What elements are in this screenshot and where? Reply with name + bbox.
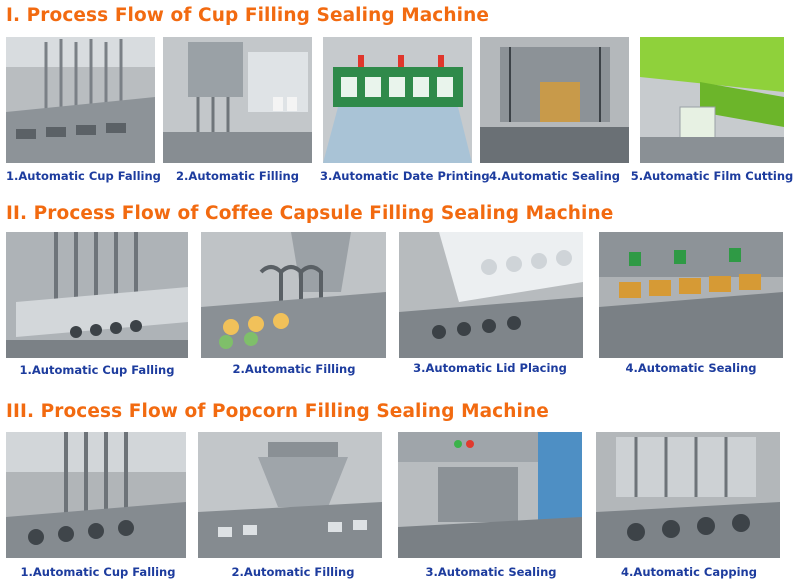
step-cup-filling: 2.Automatic Filling: [163, 37, 312, 189]
step-caption: 1.Automatic Cup Falling: [20, 565, 176, 579]
step-caption: 4.Automatic Sealing: [625, 361, 757, 375]
step-lid-placing: 3.Automatic Lid Placing: [392, 232, 588, 382]
step-capsule-filling: 2.Automatic Filling: [199, 232, 389, 382]
step-film-cutting: 5.Automatic Film Cutting: [630, 37, 794, 189]
step-caption: 3.Automatic Date Printing: [320, 169, 490, 183]
photo-popcorn-sealing: [398, 432, 582, 558]
step-caption: 2.Automatic Filling: [232, 362, 356, 376]
step-popcorn-capping: 4.Automatic Capping: [592, 432, 786, 584]
step-cup-falling: 1.Automatic Cup Falling: [6, 37, 161, 189]
photo-popcorn-capping: [596, 432, 780, 558]
section-title-coffee-capsule: II. Process Flow of Coffee Capsule Filli…: [6, 203, 614, 224]
step-date-printing: 3.Automatic Date Printing: [320, 37, 490, 189]
step-caption: 2.Automatic Filling: [176, 169, 299, 183]
photo-capsule-cup-falling: [6, 232, 188, 358]
step-caption: 4.Automatic Sealing: [488, 169, 620, 183]
step-caption: 2.Automatic Filling: [231, 565, 355, 579]
step-caption: 5.Automatic Film Cutting: [630, 169, 794, 183]
photo-capsule-filling: [201, 232, 386, 358]
photo-date-printing: [323, 37, 472, 163]
step-caption: 3.Automatic Lid Placing: [413, 361, 567, 375]
photo-film-cutting: [640, 37, 784, 163]
section-title-popcorn: III. Process Flow of Popcorn Filling Sea…: [6, 401, 549, 422]
photo-lid-placing: [399, 232, 583, 358]
photo-cup-sealing: [480, 37, 629, 163]
step-popcorn-filling: 2.Automatic Filling: [193, 432, 393, 584]
photo-cup-filling: [163, 37, 312, 163]
photo-cup-falling: [6, 37, 155, 163]
photo-popcorn-cup-falling: [6, 432, 186, 558]
step-capsule-cup-falling: 1.Automatic Cup Falling: [0, 232, 194, 382]
photo-capsule-sealing: [599, 232, 783, 358]
step-cup-sealing: 4.Automatic Sealing: [480, 37, 629, 189]
step-popcorn-cup-falling: 1.Automatic Cup Falling: [0, 432, 196, 584]
step-popcorn-sealing: 3.Automatic Sealing: [393, 432, 589, 584]
section-title-cup: I. Process Flow of Cup Filling Sealing M…: [6, 5, 490, 26]
step-capsule-sealing: 4.Automatic Sealing: [596, 232, 786, 382]
photo-popcorn-filling: [198, 432, 382, 558]
step-caption: 4.Automatic Capping: [621, 565, 757, 579]
step-caption: 3.Automatic Sealing: [425, 565, 557, 579]
step-caption: 1.Automatic Cup Falling: [19, 363, 175, 377]
step-caption: 1.Automatic Cup Falling: [6, 169, 161, 183]
